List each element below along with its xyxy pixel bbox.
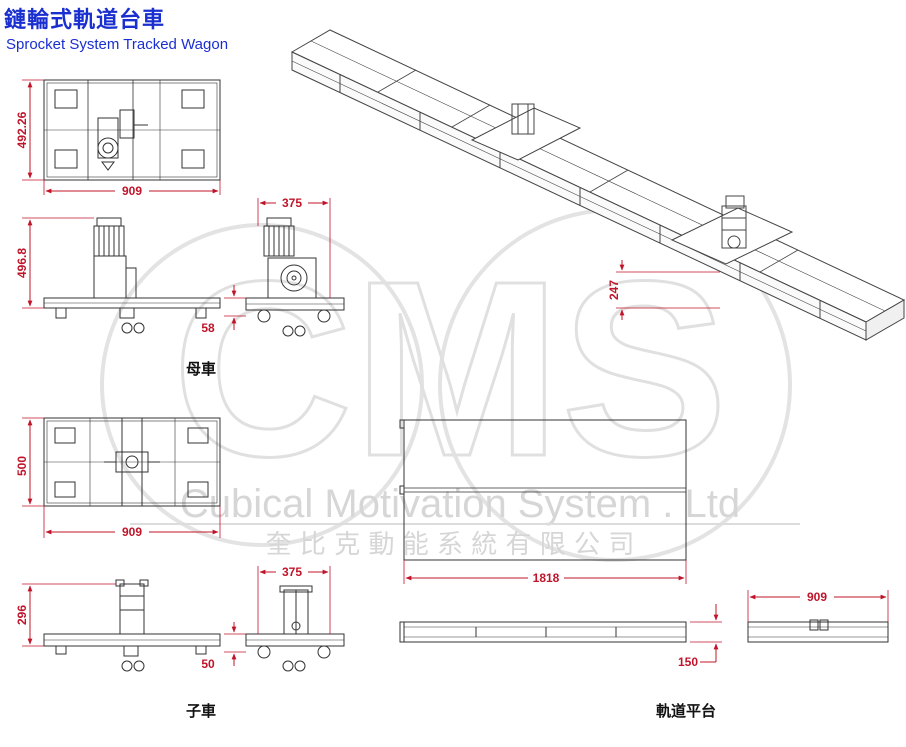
label-track-platform: 軌道平台 [656, 702, 717, 720]
title-english: Sprocket System Tracked Wagon [6, 36, 229, 53]
svg-text:909: 909 [122, 184, 142, 198]
mother-car-side-view [245, 217, 345, 337]
svg-text:492.26: 492.26 [15, 111, 29, 148]
mother-car-front-view [43, 217, 221, 334]
mother-car-top-view [43, 79, 221, 181]
dim-track-length: 1818 [403, 560, 687, 585]
svg-text:375: 375 [282, 196, 302, 210]
dim-child-side-clearance: 50 [201, 622, 246, 671]
dim-child-side-width: 375 [257, 565, 331, 634]
child-car-front-view [43, 579, 221, 672]
dim-mother-top-height: 492.26 [15, 79, 44, 181]
track-platform-end-view [747, 619, 889, 643]
dim-child-top-height: 500 [15, 417, 44, 507]
watermark-logo: CMS [172, 229, 728, 508]
watermark-company-en: Cubical Motivation System . Ltd [180, 482, 740, 526]
svg-text:1818: 1818 [533, 571, 560, 585]
svg-text:500: 500 [15, 456, 29, 476]
svg-text:58: 58 [201, 321, 215, 335]
svg-text:375: 375 [282, 565, 302, 579]
dim-mother-top-width: 909 [43, 180, 221, 198]
child-car-top-view [43, 417, 221, 507]
label-mother-car: 母車 [186, 360, 217, 378]
label-child-car: 子車 [186, 702, 217, 720]
track-platform-plan-view [399, 419, 687, 561]
svg-text:496.8: 496.8 [15, 248, 29, 278]
watermark: CMS Cubical Motivation System . Ltd 奎 比 … [100, 208, 800, 562]
title-chinese: 鏈輪式軌道台車 [4, 8, 166, 33]
track-platform-side-view [399, 621, 687, 643]
dim-child-top-width: 909 [43, 506, 221, 539]
svg-text:909: 909 [122, 525, 142, 539]
watermark-company-zh: 奎 比 克 動 能 系 統 有 限 公 司 [266, 530, 635, 560]
child-car-side-view [245, 585, 345, 672]
dim-track-end-width: 909 [747, 590, 889, 622]
svg-text:909: 909 [807, 590, 827, 604]
dim-iso-height: 247 [607, 260, 720, 320]
dim-mother-front-height: 496.8 [15, 217, 94, 309]
isometric-track-assembly [290, 29, 906, 341]
dim-track-height: 150 [678, 604, 722, 669]
svg-text:296: 296 [15, 605, 29, 625]
svg-text:150: 150 [678, 655, 698, 669]
dim-mother-side-clearance: 58 [201, 285, 246, 335]
dim-child-front-height: 296 [15, 583, 116, 647]
svg-text:247: 247 [607, 280, 621, 300]
svg-text:50: 50 [201, 657, 215, 671]
dim-mother-side-width: 375 [257, 196, 331, 298]
